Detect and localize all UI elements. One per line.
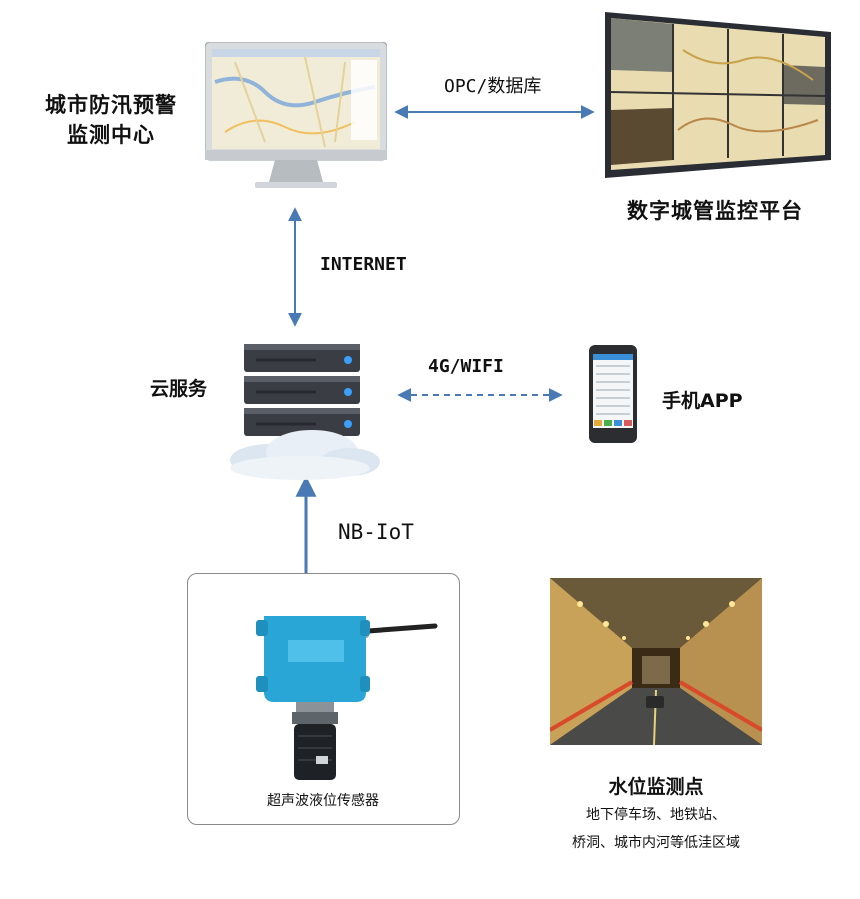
cloud-server-image [220, 340, 380, 482]
desktop-monitor-image [205, 42, 387, 192]
ultrasonic-sensor-image [248, 598, 438, 788]
opc-label: OPC/数据库 [444, 76, 542, 97]
video-wall-image [603, 10, 833, 180]
wifi-label: 4G/WIFI [428, 356, 504, 377]
site-desc-line1: 地下停车场、地铁站、 [586, 807, 726, 823]
phone-app-label: 手机APP [662, 390, 743, 412]
site-title: 水位监测点 [608, 776, 704, 798]
site-desc-line2: 桥洞、城市内河等低洼区域 [572, 835, 740, 851]
sensor-label: 超声波液位传感器 [267, 793, 379, 809]
sensor-box: 超声波液位传感器 [187, 573, 460, 825]
tunnel-photo [550, 578, 762, 745]
city-platform-label: 数字城管监控平台 [627, 199, 803, 223]
monitor-center-label: 城市防汛预警 监测中心 [45, 93, 177, 147]
internet-label: INTERNET [320, 254, 407, 275]
cloud-service-label: 云服务 [150, 378, 208, 400]
phone-image [588, 344, 638, 444]
nbiot-label: NB-IoT [338, 520, 414, 544]
